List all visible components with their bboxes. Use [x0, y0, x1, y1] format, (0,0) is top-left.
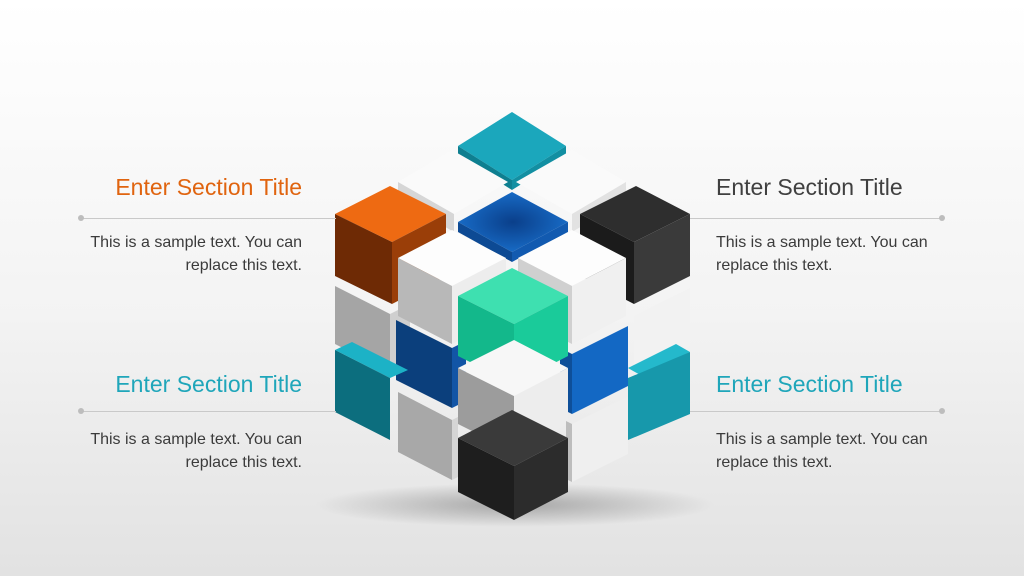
section-title: Enter Section Title [716, 174, 903, 200]
divider-top-right [690, 218, 942, 219]
cube-teal-right [628, 344, 690, 440]
section-top-right: Enter Section Title This is a sample tex… [716, 173, 956, 277]
section-body: This is a sample text. You can replace t… [90, 431, 302, 471]
cube-black-bottom [458, 410, 568, 520]
divider-bottom-left [81, 411, 336, 412]
section-title: Enter Section Title [115, 174, 302, 200]
divider-dot-top-left [78, 215, 84, 221]
divider-top-left [81, 218, 336, 219]
cube-teal-left [335, 342, 408, 440]
section-top-left: Enter Section Title This is a sample tex… [62, 173, 302, 277]
divider-dot-top-right [939, 215, 945, 221]
section-bottom-right: Enter Section Title This is a sample tex… [716, 370, 956, 474]
section-body: This is a sample text. You can replace t… [716, 431, 928, 471]
section-bottom-left: Enter Section Title This is a sample tex… [62, 370, 302, 474]
cube-center-blue [458, 192, 568, 262]
section-title: Enter Section Title [115, 371, 302, 397]
divider-dot-bottom-left [78, 408, 84, 414]
section-body: This is a sample text. You can replace t… [90, 234, 302, 274]
section-title: Enter Section Title [716, 371, 903, 397]
divider-dot-bottom-right [939, 408, 945, 414]
section-body: This is a sample text. You can replace t… [716, 234, 928, 274]
divider-bottom-right [690, 411, 942, 412]
cube-white-lower-left [398, 392, 458, 480]
